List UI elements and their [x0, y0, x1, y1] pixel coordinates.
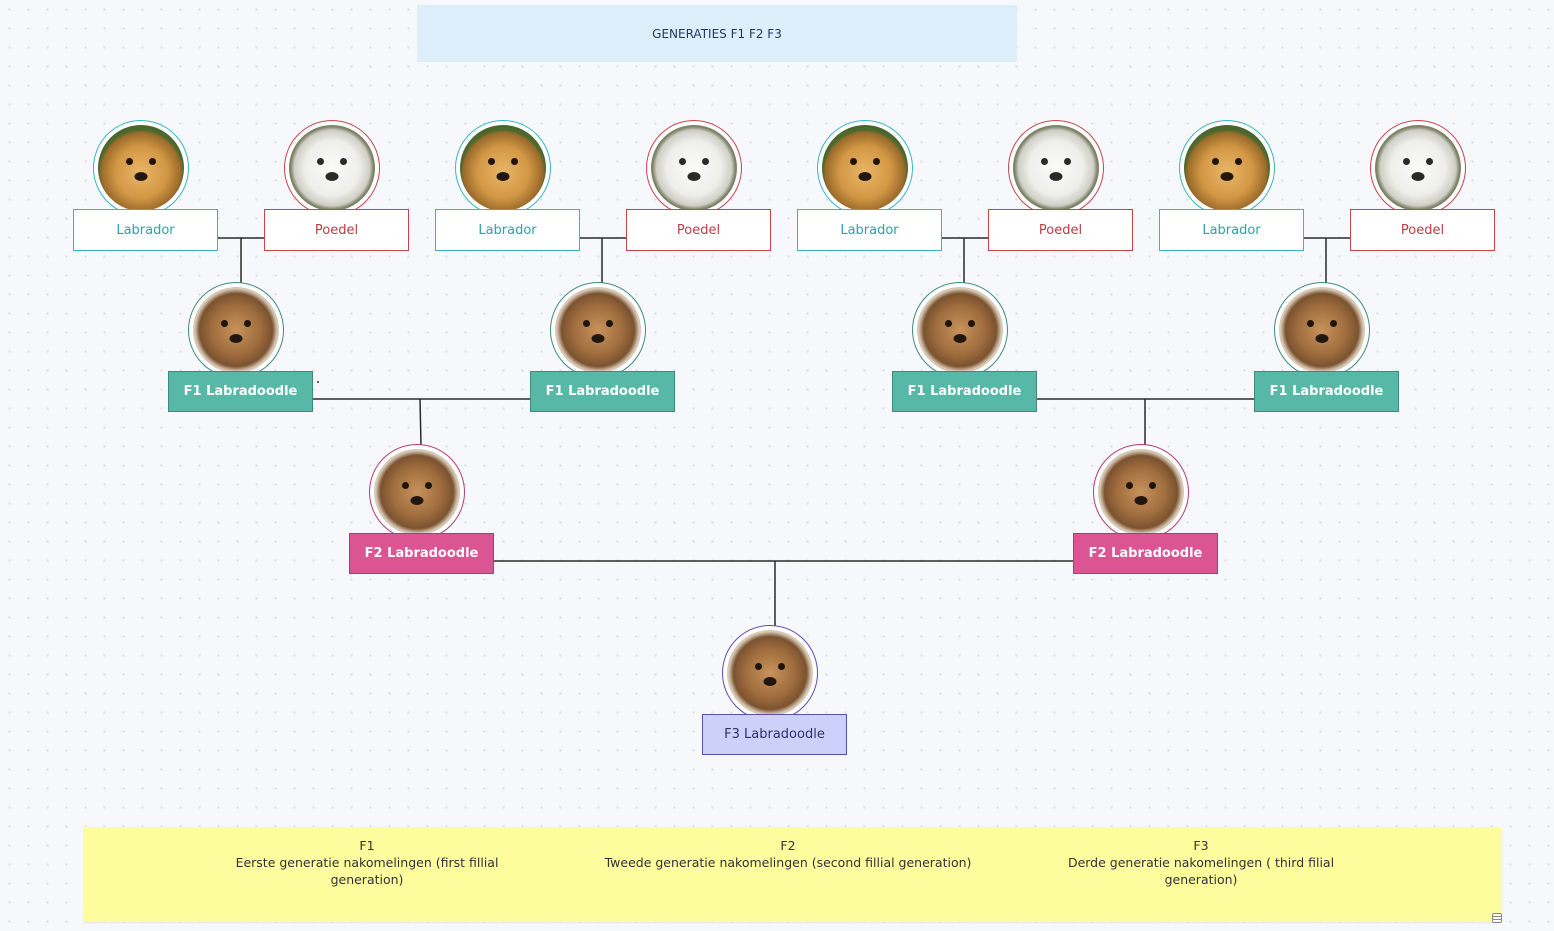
- f1-avatar: [188, 282, 284, 378]
- legend-note[interactable]: F1 Eerste generatie nakomelingen (first …: [84, 827, 1502, 923]
- poodle-avatar: [646, 120, 742, 216]
- labrador-photo: [822, 125, 908, 211]
- f2-avatar: [1093, 444, 1189, 540]
- labrador-label: Labrador: [797, 209, 942, 251]
- legend-f2-text: Tweede generatie nakomelingen (second fi…: [604, 855, 972, 870]
- sticky-note-icon[interactable]: [1492, 913, 1502, 923]
- labradoodle-photo: [374, 449, 460, 535]
- poodle-avatar: [1370, 120, 1466, 216]
- labrador-avatar: [455, 120, 551, 216]
- labrador-label: Labrador: [1159, 209, 1304, 251]
- f1-label: F1 Labradoodle: [530, 371, 675, 412]
- f1-avatar: [1274, 282, 1370, 378]
- legend-f3: F3 Derde generatie nakomelingen ( third …: [1036, 837, 1366, 888]
- connector-pair-3: [941, 237, 988, 283]
- labrador-photo: [98, 125, 184, 211]
- poodle-avatar: [1008, 120, 1104, 216]
- poedel-label: Poedel: [626, 209, 771, 251]
- stray-dot: [317, 381, 319, 383]
- f2-label: F2 Labradoodle: [349, 533, 494, 574]
- poodle-photo: [1013, 125, 1099, 211]
- f1-label: F1 Labradoodle: [892, 371, 1037, 412]
- connector-pair-1: [217, 237, 264, 283]
- legend-f3-text: Derde generatie nakomelingen ( third fil…: [1067, 855, 1335, 887]
- connector-f1-left: [313, 398, 531, 446]
- poodle-avatar: [284, 120, 380, 216]
- labradoodle-photo: [1279, 287, 1365, 373]
- labradoodle-photo: [555, 287, 641, 373]
- connector-pair-4: [1303, 237, 1350, 283]
- labradoodle-photo: [193, 287, 279, 373]
- f3-label: F3 Labradoodle: [702, 714, 847, 755]
- labradoodle-photo: [1098, 449, 1184, 535]
- labrador-avatar: [93, 120, 189, 216]
- labrador-label: Labrador: [73, 209, 218, 251]
- f1-avatar: [550, 282, 646, 378]
- legend-f1: F1 Eerste generatie nakomelingen (first …: [204, 837, 530, 888]
- f2-label: F2 Labradoodle: [1073, 533, 1218, 574]
- legend-f3-heading: F3: [1193, 838, 1209, 853]
- labradoodle-photo: [727, 630, 813, 716]
- poodle-photo: [651, 125, 737, 211]
- labrador-avatar: [817, 120, 913, 216]
- labrador-avatar: [1179, 120, 1275, 216]
- f1-avatar: [912, 282, 1008, 378]
- diagram-title: GENERATIES F1 F2 F3: [417, 5, 1017, 62]
- f1-label: F1 Labradoodle: [168, 371, 313, 412]
- f1-label: F1 Labradoodle: [1254, 371, 1399, 412]
- poedel-label: Poedel: [264, 209, 409, 251]
- f3-avatar: [722, 625, 818, 721]
- legend-f1-heading: F1: [359, 838, 375, 853]
- connector-pair-2: [579, 237, 626, 283]
- poodle-photo: [1375, 125, 1461, 211]
- labradoodle-photo: [917, 287, 1003, 373]
- legend-f1-text: Eerste generatie nakomelingen (first fil…: [235, 855, 499, 887]
- poodle-photo: [289, 125, 375, 211]
- poedel-label: Poedel: [1350, 209, 1495, 251]
- legend-f2: F2 Tweede generatie nakomelingen (second…: [600, 837, 976, 871]
- connector-f1-right: [1037, 398, 1255, 445]
- poedel-label: Poedel: [988, 209, 1133, 251]
- connector-f2: [494, 560, 1074, 626]
- labrador-photo: [1184, 125, 1270, 211]
- labrador-label: Labrador: [435, 209, 580, 251]
- f2-avatar: [369, 444, 465, 540]
- labrador-photo: [460, 125, 546, 211]
- legend-f2-heading: F2: [780, 838, 796, 853]
